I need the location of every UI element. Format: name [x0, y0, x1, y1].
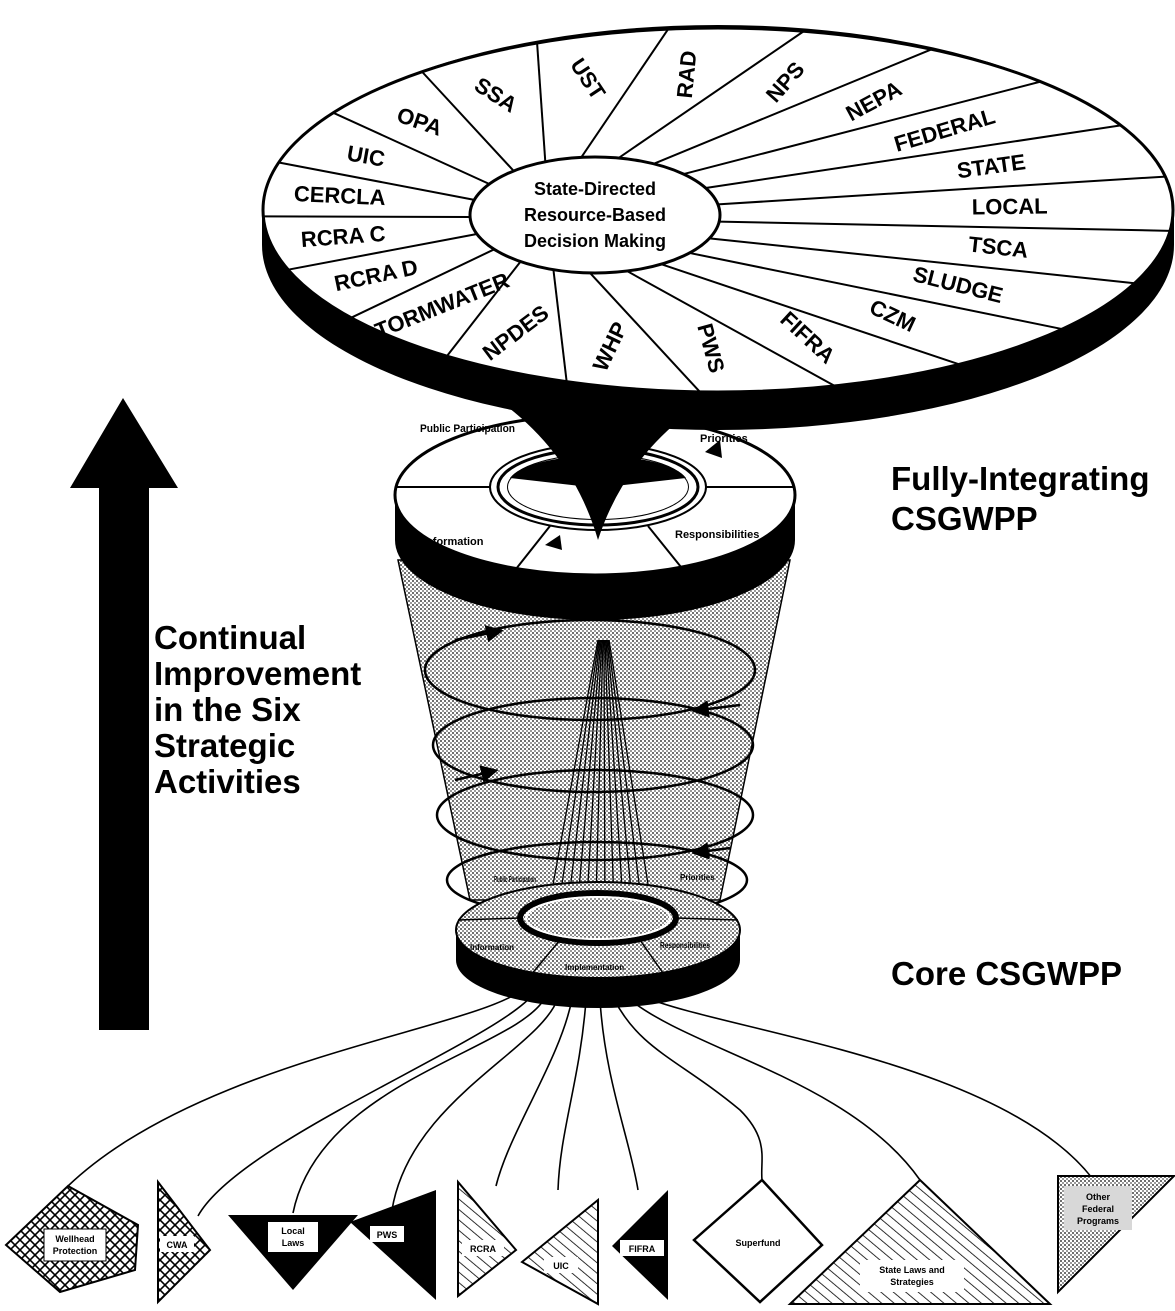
program-label-rcra: RCRA [470, 1244, 496, 1254]
continual-line-3: in the Six [154, 691, 301, 728]
rcra-icon: RCRA [458, 1182, 516, 1296]
continual-line-4: Strategic [154, 727, 295, 764]
wellhead-protection-icon: Wellhead Protection [6, 1186, 138, 1292]
program-label-cwa: CWA [167, 1240, 188, 1250]
programs-row: Wellhead Protection CWA Local Laws PWS R… [6, 1176, 1174, 1304]
program-label-other-2: Federal [1082, 1204, 1114, 1214]
upper-ring-information: Information [423, 536, 484, 548]
program-label-other-3: Programs [1077, 1216, 1119, 1226]
program-label-wellhead-2: Protection [53, 1246, 98, 1256]
continual-line-1: Continual [154, 619, 306, 656]
wheel-center-line-2: Resource-Based [524, 205, 666, 225]
program-label-pws: PWS [377, 1230, 398, 1240]
core-ring-public-participation: Public Participation [494, 875, 536, 884]
continual-line-5: Activities [154, 763, 301, 800]
core-csgwpp-label: Core CSGWPP [891, 955, 1122, 992]
program-label-state-laws-2: Strategies [890, 1277, 934, 1287]
fully-integrating-line-1: Fully-Integrating [891, 460, 1150, 497]
state-laws-icon: State Laws and Strategies [790, 1180, 1050, 1304]
program-label-other-1: Other [1086, 1192, 1111, 1202]
wheel-center-line-3: Decision Making [524, 231, 666, 251]
other-federal-icon: Other Federal Programs [1058, 1176, 1174, 1292]
upper-ring-priorities: Priorities [700, 433, 748, 445]
core-ring-information: Information [470, 943, 514, 952]
upper-ring-public-participation: Public Participation [420, 423, 515, 435]
upper-ring-implementation: Implementation [546, 575, 628, 587]
cwa-icon: CWA [158, 1182, 210, 1302]
local-laws-icon: Local Laws [228, 1215, 358, 1290]
continual-line-2: Improvement [154, 655, 361, 692]
upper-ring-responsibilities: Responsibilities [675, 529, 759, 541]
fully-integrating-line-2: CSGWPP [891, 500, 1038, 537]
program-connectors [68, 990, 1092, 1216]
program-label-local-laws-1: Local [281, 1226, 305, 1236]
core-ring-responsibilities: Responsibilities [660, 941, 710, 950]
wheel-center-line-1: State-Directed [534, 179, 656, 199]
wheel-spoke [263, 216, 470, 217]
program-label-fifra: FIFRA [629, 1244, 656, 1254]
wheel-segment-rad: RAD [672, 49, 702, 99]
uic-icon: UIC [522, 1200, 598, 1304]
program-wheel: NEPAFEDERALSTATELOCALTSCASLUDGECZMFIFRAP… [262, 25, 1174, 430]
program-label-uic: UIC [553, 1261, 569, 1271]
program-label-superfund: Superfund [736, 1238, 781, 1248]
core-ring-implementation: Implementation [565, 963, 624, 972]
program-label-wellhead-1: Wellhead [55, 1234, 94, 1244]
program-label-local-laws-2: Laws [282, 1238, 305, 1248]
wheel-segment-cercla: CERCLA [293, 181, 386, 210]
fifra-icon: FIFRA [612, 1190, 668, 1300]
wheel-segment-local: LOCAL [972, 193, 1048, 219]
pws-icon: PWS [350, 1190, 436, 1300]
continual-improvement-text: Continual Improvement in the Six Strateg… [154, 619, 361, 800]
superfund-icon: Superfund [694, 1180, 822, 1302]
core-ring-priorities: Priorities [680, 873, 715, 882]
program-label-state-laws-1: State Laws and [879, 1265, 945, 1275]
